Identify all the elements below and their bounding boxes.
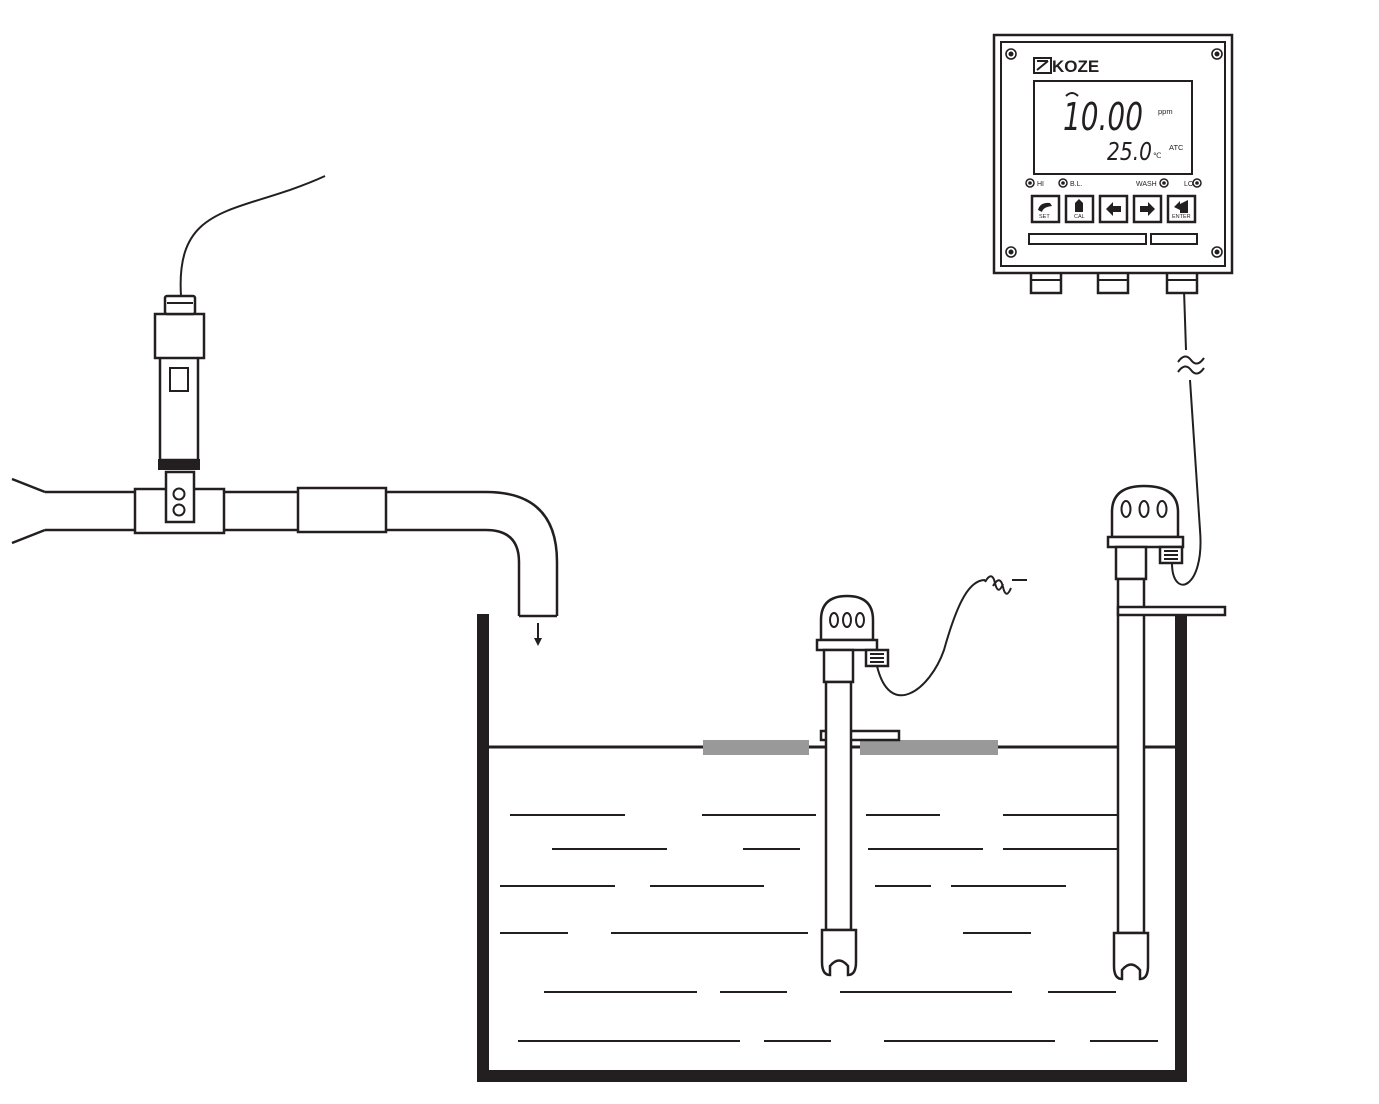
- break-mark-icon: [1177, 355, 1205, 375]
- label-strip-right: [1150, 233, 1198, 245]
- cable-gland-middle: [1096, 269, 1130, 295]
- inline-sensor-body: [158, 354, 200, 462]
- svg-text:HI: HI: [1037, 181, 1044, 188]
- indicator-wash: WASH: [1136, 178, 1169, 188]
- svg-text:WASH: WASH: [1136, 181, 1157, 188]
- elbow-inner: [386, 528, 521, 616]
- flow-arrow-icon: [534, 623, 542, 646]
- clamp-screw-bottom: [172, 503, 186, 517]
- svg-text:ENTER: ENTER: [1172, 214, 1191, 220]
- enter-key-icon: [1174, 200, 1188, 213]
- label-strip-left: [1028, 233, 1147, 245]
- pipe-inlet-flare: [11, 477, 46, 545]
- floating-sensor-cap: [819, 594, 875, 642]
- floating-sensor-shaft: [824, 680, 853, 932]
- svg-text:B.L.: B.L.: [1070, 181, 1083, 188]
- brand-name: KOZE: [1052, 57, 1099, 76]
- floating-sensor: [815, 575, 1027, 977]
- inline-sensor-head: [153, 312, 206, 360]
- water-ripples: [500, 814, 1158, 1042]
- floating-sensor-collar: [815, 638, 879, 652]
- inline-sensor-window: [169, 367, 189, 392]
- floating-sensor-tip: [820, 928, 858, 977]
- indicator-hi: HI: [1025, 178, 1044, 188]
- lcd-main-reading: 10.00: [1063, 95, 1143, 139]
- floating-sensor-cable: [876, 579, 986, 697]
- lcd-display: [1033, 80, 1193, 175]
- lcd-main-unit: ppm: [1158, 107, 1173, 116]
- corner-screws: [1005, 48, 1223, 258]
- svg-text:LO: LO: [1184, 181, 1194, 188]
- left-button[interactable]: [1098, 194, 1129, 224]
- tee-clamp: [164, 470, 196, 524]
- controller-unit: KOZE 10.00 ppm 25.0 ℃ ATC HI B.L. WASH L…: [992, 33, 1234, 295]
- lcd-status-arc: [1065, 92, 1079, 97]
- svg-text:CAL: CAL: [1074, 214, 1085, 220]
- cal-key-icon: [1075, 199, 1083, 212]
- cal-button[interactable]: CAL: [1064, 194, 1095, 224]
- controller-bezel: [1000, 41, 1226, 267]
- tank-walls: [477, 614, 1187, 1082]
- lcd-temp-unit: ℃: [1153, 151, 1162, 160]
- float-right: [860, 740, 998, 755]
- inline-sensor-connector: [163, 294, 197, 316]
- mounted-sensor-cap: [1110, 484, 1180, 539]
- right-arrow-icon: [1140, 202, 1155, 216]
- mounted-sensor-tip: [1112, 931, 1150, 981]
- float-left: [703, 740, 809, 755]
- mounting-bracket: [1116, 605, 1227, 617]
- right-button[interactable]: [1132, 194, 1163, 224]
- set-key-icon: [1038, 202, 1052, 212]
- indicator-lo: LO: [1184, 178, 1202, 188]
- pipe-coupling: [296, 486, 388, 534]
- svg-text:SET: SET: [1039, 214, 1050, 220]
- tank: [477, 614, 1187, 1082]
- left-arrow-icon: [1106, 202, 1121, 216]
- controller-cable-lower: [1171, 379, 1202, 586]
- break-mark-icon: [984, 575, 1027, 595]
- clamp-screw-top: [172, 487, 186, 501]
- inline-sensor-assembly: [11, 175, 559, 646]
- inline-sensor-band: [158, 459, 200, 470]
- inline-sensor-cable: [179, 175, 326, 297]
- elbow-outer: [386, 490, 559, 616]
- set-button[interactable]: SET: [1030, 194, 1061, 224]
- pipe-segment-left: [45, 490, 135, 532]
- indicator-bl: B.L.: [1058, 178, 1083, 188]
- mounted-sensor-collar: [1106, 535, 1185, 549]
- pipe-segment-mid: [224, 490, 298, 532]
- cable-gland-right: [1165, 269, 1199, 295]
- enter-button[interactable]: ENTER: [1166, 194, 1197, 224]
- lcd-temp-reading: 25.0: [1107, 137, 1152, 166]
- mounted-sensor-shaft: [1116, 577, 1146, 935]
- sensor-holder-plate: [819, 729, 901, 742]
- controller-cable-upper: [1183, 289, 1187, 351]
- cable-gland-left: [1029, 269, 1063, 295]
- mounted-sensor: [1106, 289, 1227, 981]
- brand-logo-icon: [1033, 57, 1052, 74]
- lcd-temp-mode: ATC: [1169, 143, 1184, 152]
